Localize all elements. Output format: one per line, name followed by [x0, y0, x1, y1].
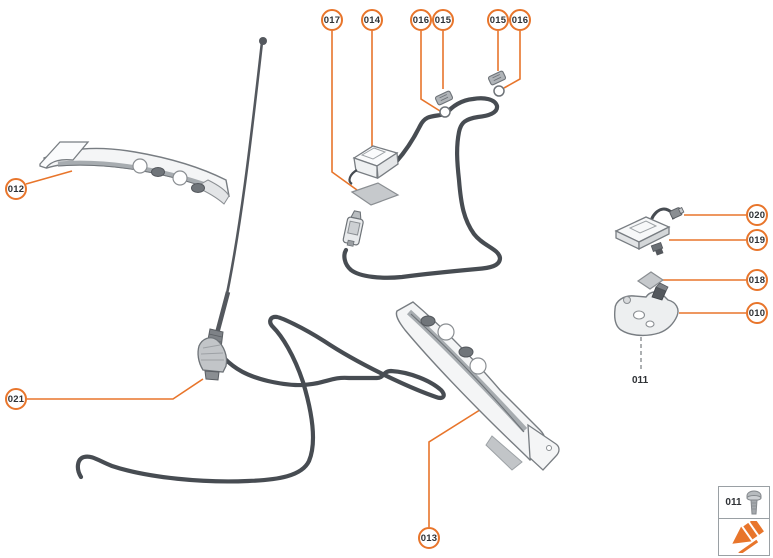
rail-grommet	[151, 167, 165, 177]
legend-part-number: 011	[725, 497, 742, 508]
part-015-clip-right	[487, 70, 507, 86]
part-016-ring-left	[439, 106, 451, 118]
legend-logo-cell	[719, 519, 769, 555]
callout-018[interactable]: 018	[746, 269, 768, 291]
bracket-hole	[645, 320, 655, 328]
mount-hole	[546, 445, 552, 451]
leader-017	[331, 31, 358, 191]
legend-box: 011	[718, 486, 770, 556]
module-pigtail-wire	[348, 169, 358, 185]
rail-notch	[469, 357, 487, 375]
callout-015-right[interactable]: 015	[487, 9, 509, 31]
rail-grommet	[420, 315, 436, 327]
part-015-clip-left	[434, 90, 454, 106]
part-016-ring-right	[493, 85, 505, 97]
callout-017[interactable]: 017	[321, 9, 343, 31]
callout-010[interactable]: 010	[746, 302, 768, 324]
leader-013	[428, 407, 484, 527]
rail-notch	[437, 323, 455, 341]
callout-021[interactable]: 021	[5, 388, 27, 410]
rail-grommet	[458, 346, 474, 358]
bracket-hole	[632, 310, 646, 320]
legend-fastener-cell[interactable]: 011	[719, 487, 769, 519]
part-014-gps-module	[348, 145, 399, 185]
label-011: 011	[632, 375, 649, 386]
callout-016-left[interactable]: 016	[410, 9, 432, 31]
part-020-connector	[669, 207, 685, 219]
leader-016-right	[503, 31, 521, 89]
callout-015-left[interactable]: 015	[432, 9, 454, 31]
cable-end-connector	[342, 210, 364, 247]
rail-notch	[132, 158, 148, 174]
callout-020[interactable]: 020	[746, 204, 768, 226]
part-013-roof-rail	[395, 301, 560, 471]
screw-icon	[746, 489, 762, 514]
part-021-antenna-base	[197, 37, 267, 381]
brand-arrow-logo	[732, 521, 764, 553]
callout-012[interactable]: 012	[5, 178, 27, 200]
leader-lines	[25, 31, 746, 527]
module-bottom-connector	[650, 241, 664, 256]
leader-021	[27, 378, 204, 400]
rail-grommet	[191, 183, 205, 193]
leader-012	[25, 170, 73, 185]
antenna-base-cable	[75, 314, 446, 484]
bracket-rivet	[623, 296, 631, 304]
callout-013[interactable]: 013	[418, 527, 440, 549]
leader-016-left	[420, 31, 441, 112]
callout-014[interactable]: 014	[361, 9, 383, 31]
rail-notch	[172, 170, 188, 186]
part-019-amplifier-module	[614, 207, 685, 256]
part-018-pad	[636, 271, 665, 290]
callout-019[interactable]: 019	[746, 229, 768, 251]
part-012-roof-rail	[39, 141, 230, 205]
callout-016-right[interactable]: 016	[509, 9, 531, 31]
part-017-adhesive-pad	[350, 182, 400, 206]
antenna-mast	[213, 41, 264, 342]
part-010-bracket	[613, 282, 679, 337]
